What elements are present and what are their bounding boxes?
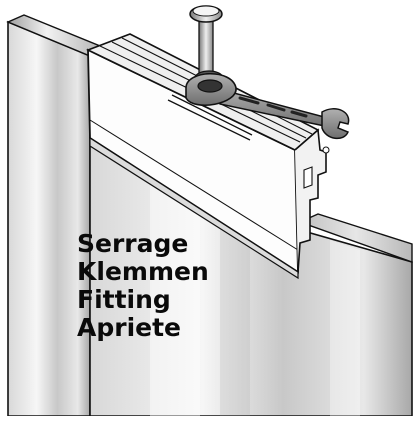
caption-line-fr: Serrage: [77, 229, 189, 258]
caption-block: Serrage Klemmen Fitting Apriete: [77, 230, 209, 342]
caption-line-de: Klemmen: [77, 257, 209, 286]
caption-line-en: Fitting: [77, 285, 171, 314]
right-panel-edge: [298, 213, 413, 263]
wrench-icon: [185, 72, 350, 140]
caption-line-es: Apriete: [77, 313, 182, 342]
